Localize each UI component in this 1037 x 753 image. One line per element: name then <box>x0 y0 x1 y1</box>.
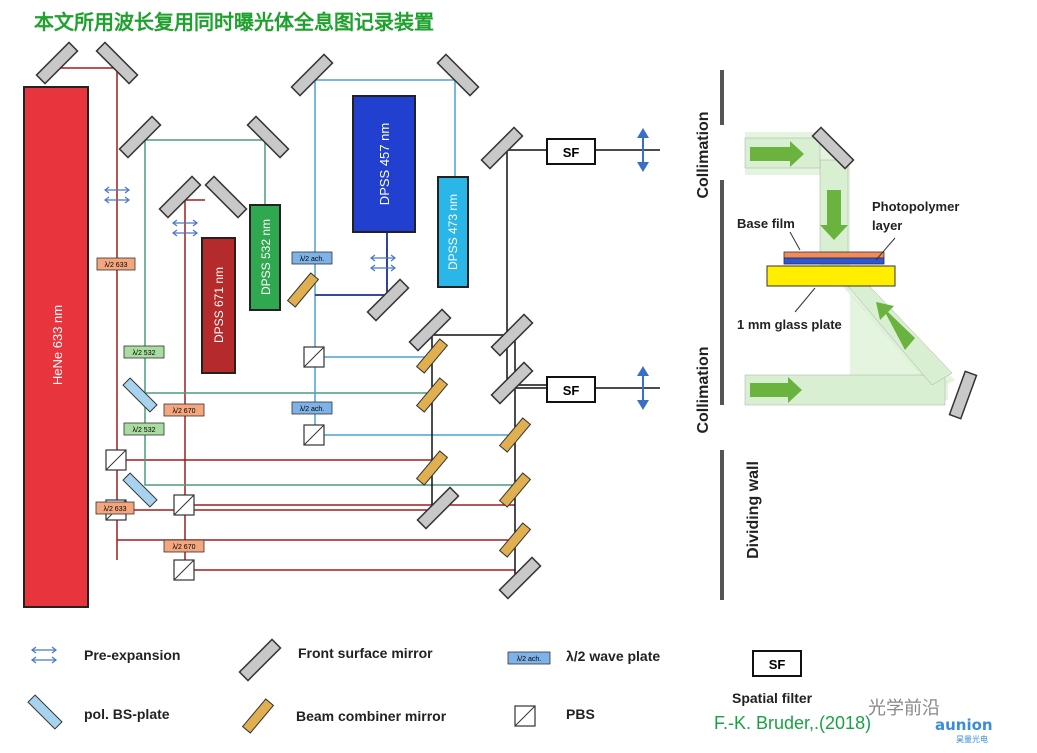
plate-532-a: λ/2 532 <box>123 345 165 359</box>
legend-bs-plate-icon <box>27 694 63 730</box>
photopolymer-label: Photopolymer <box>872 199 959 214</box>
sf-bottom-label: SF <box>563 383 580 398</box>
plate-633-b: λ/2 633 <box>95 501 135 515</box>
logo-subtext: 昊量光电 <box>956 735 988 744</box>
legend-pre-expansion-icon <box>31 646 57 664</box>
dividing-wall-label: Dividing wall <box>745 461 762 559</box>
plate-532-a-label: λ/2 532 <box>133 350 156 357</box>
legend: Pre-expansion Front surface mirror λ/2 a… <box>27 638 813 734</box>
legend-pre-expansion: Pre-expansion <box>84 647 180 663</box>
plate-532-b-label: λ/2 532 <box>133 427 156 434</box>
dpss-473-laser: DPSS 473 nm <box>437 176 469 288</box>
watermark-text: 光学前沿 <box>868 698 940 719</box>
legend-pbs: PBS <box>566 706 595 722</box>
legend-wave-plate: λ/2 wave plate <box>566 648 660 664</box>
svg-text:SF: SF <box>769 657 786 672</box>
glass-plate-label: 1 mm glass plate <box>737 317 842 332</box>
dpss-457-laser: DPSS 457 nm <box>352 95 416 233</box>
page-title: 本文所用波长复用同时曝光体全息图记录装置 <box>34 10 434 34</box>
plate-532-b: λ/2 532 <box>123 422 165 436</box>
dpss-671-label: DPSS 671 nm <box>212 267 226 343</box>
logo-text: aunion <box>935 716 993 734</box>
plate-633-a: λ/2 633 <box>96 257 136 271</box>
plate-670-a: λ/2 670 <box>163 403 205 417</box>
legend-beam-combiner: Beam combiner mirror <box>296 708 447 724</box>
dpss-532-laser: DPSS 532 nm <box>249 204 281 311</box>
base-film-label: Base film <box>737 216 795 231</box>
legend-sf-icon: SF <box>752 650 802 677</box>
beam-combiner-mirrors <box>287 272 531 558</box>
plate-ach-b-label: λ/2 ach. <box>300 406 325 413</box>
dpss-473-label: DPSS 473 nm <box>446 194 460 270</box>
credit-text: F.-K. Bruder,.(2018) <box>714 713 872 733</box>
plate-ach-a: λ/2 ach. <box>291 251 333 265</box>
legend-combiner-icon <box>242 698 274 734</box>
legend-wave-plate-icon: λ/2 ach. <box>507 651 551 665</box>
plate-633-b-label: λ/2 633 <box>104 506 127 513</box>
collimation-top-label: Collimation <box>695 111 712 198</box>
spatial-filter-top: SF <box>546 138 596 165</box>
pol-bs-plates <box>122 377 158 508</box>
svg-text:λ/2 ach.: λ/2 ach. <box>517 656 542 663</box>
legend-mirror-icon <box>238 638 282 682</box>
plate-670-b-label: λ/2 670 <box>173 544 196 551</box>
dpss-457-label: DPSS 457 nm <box>377 123 392 205</box>
hene-laser-label: HeNe 633 nm <box>50 305 65 385</box>
plate-670-b: λ/2 670 <box>163 539 205 553</box>
hene-laser: HeNe 633 nm <box>23 86 89 608</box>
wave-plates: λ/2 633 λ/2 532 λ/2 670 λ/2 532 λ/2 633 … <box>95 251 333 553</box>
legend-spatial-filter: Spatial filter <box>732 690 813 706</box>
legend-pol-bs: pol. BS-plate <box>84 706 170 722</box>
exposure-section <box>720 70 978 600</box>
dpss-532-label: DPSS 532 nm <box>259 219 273 295</box>
spatial-filter-bottom: SF <box>546 376 596 403</box>
collimation-bottom-label: Collimation <box>695 346 712 433</box>
plate-670-a-label: λ/2 670 <box>173 408 196 415</box>
sf-top-label: SF <box>563 145 580 160</box>
plate-633-a-label: λ/2 633 <box>105 262 128 269</box>
pbs-cubes <box>105 346 325 581</box>
photopolymer-label-2: layer <box>872 218 902 233</box>
plate-ach-a-label: λ/2 ach. <box>300 256 325 263</box>
plate-ach-b: λ/2 ach. <box>291 401 333 415</box>
dpss-671-laser: DPSS 671 nm <box>201 237 236 374</box>
legend-pbs-icon <box>514 705 536 727</box>
legend-front-mirror: Front surface mirror <box>298 645 433 661</box>
